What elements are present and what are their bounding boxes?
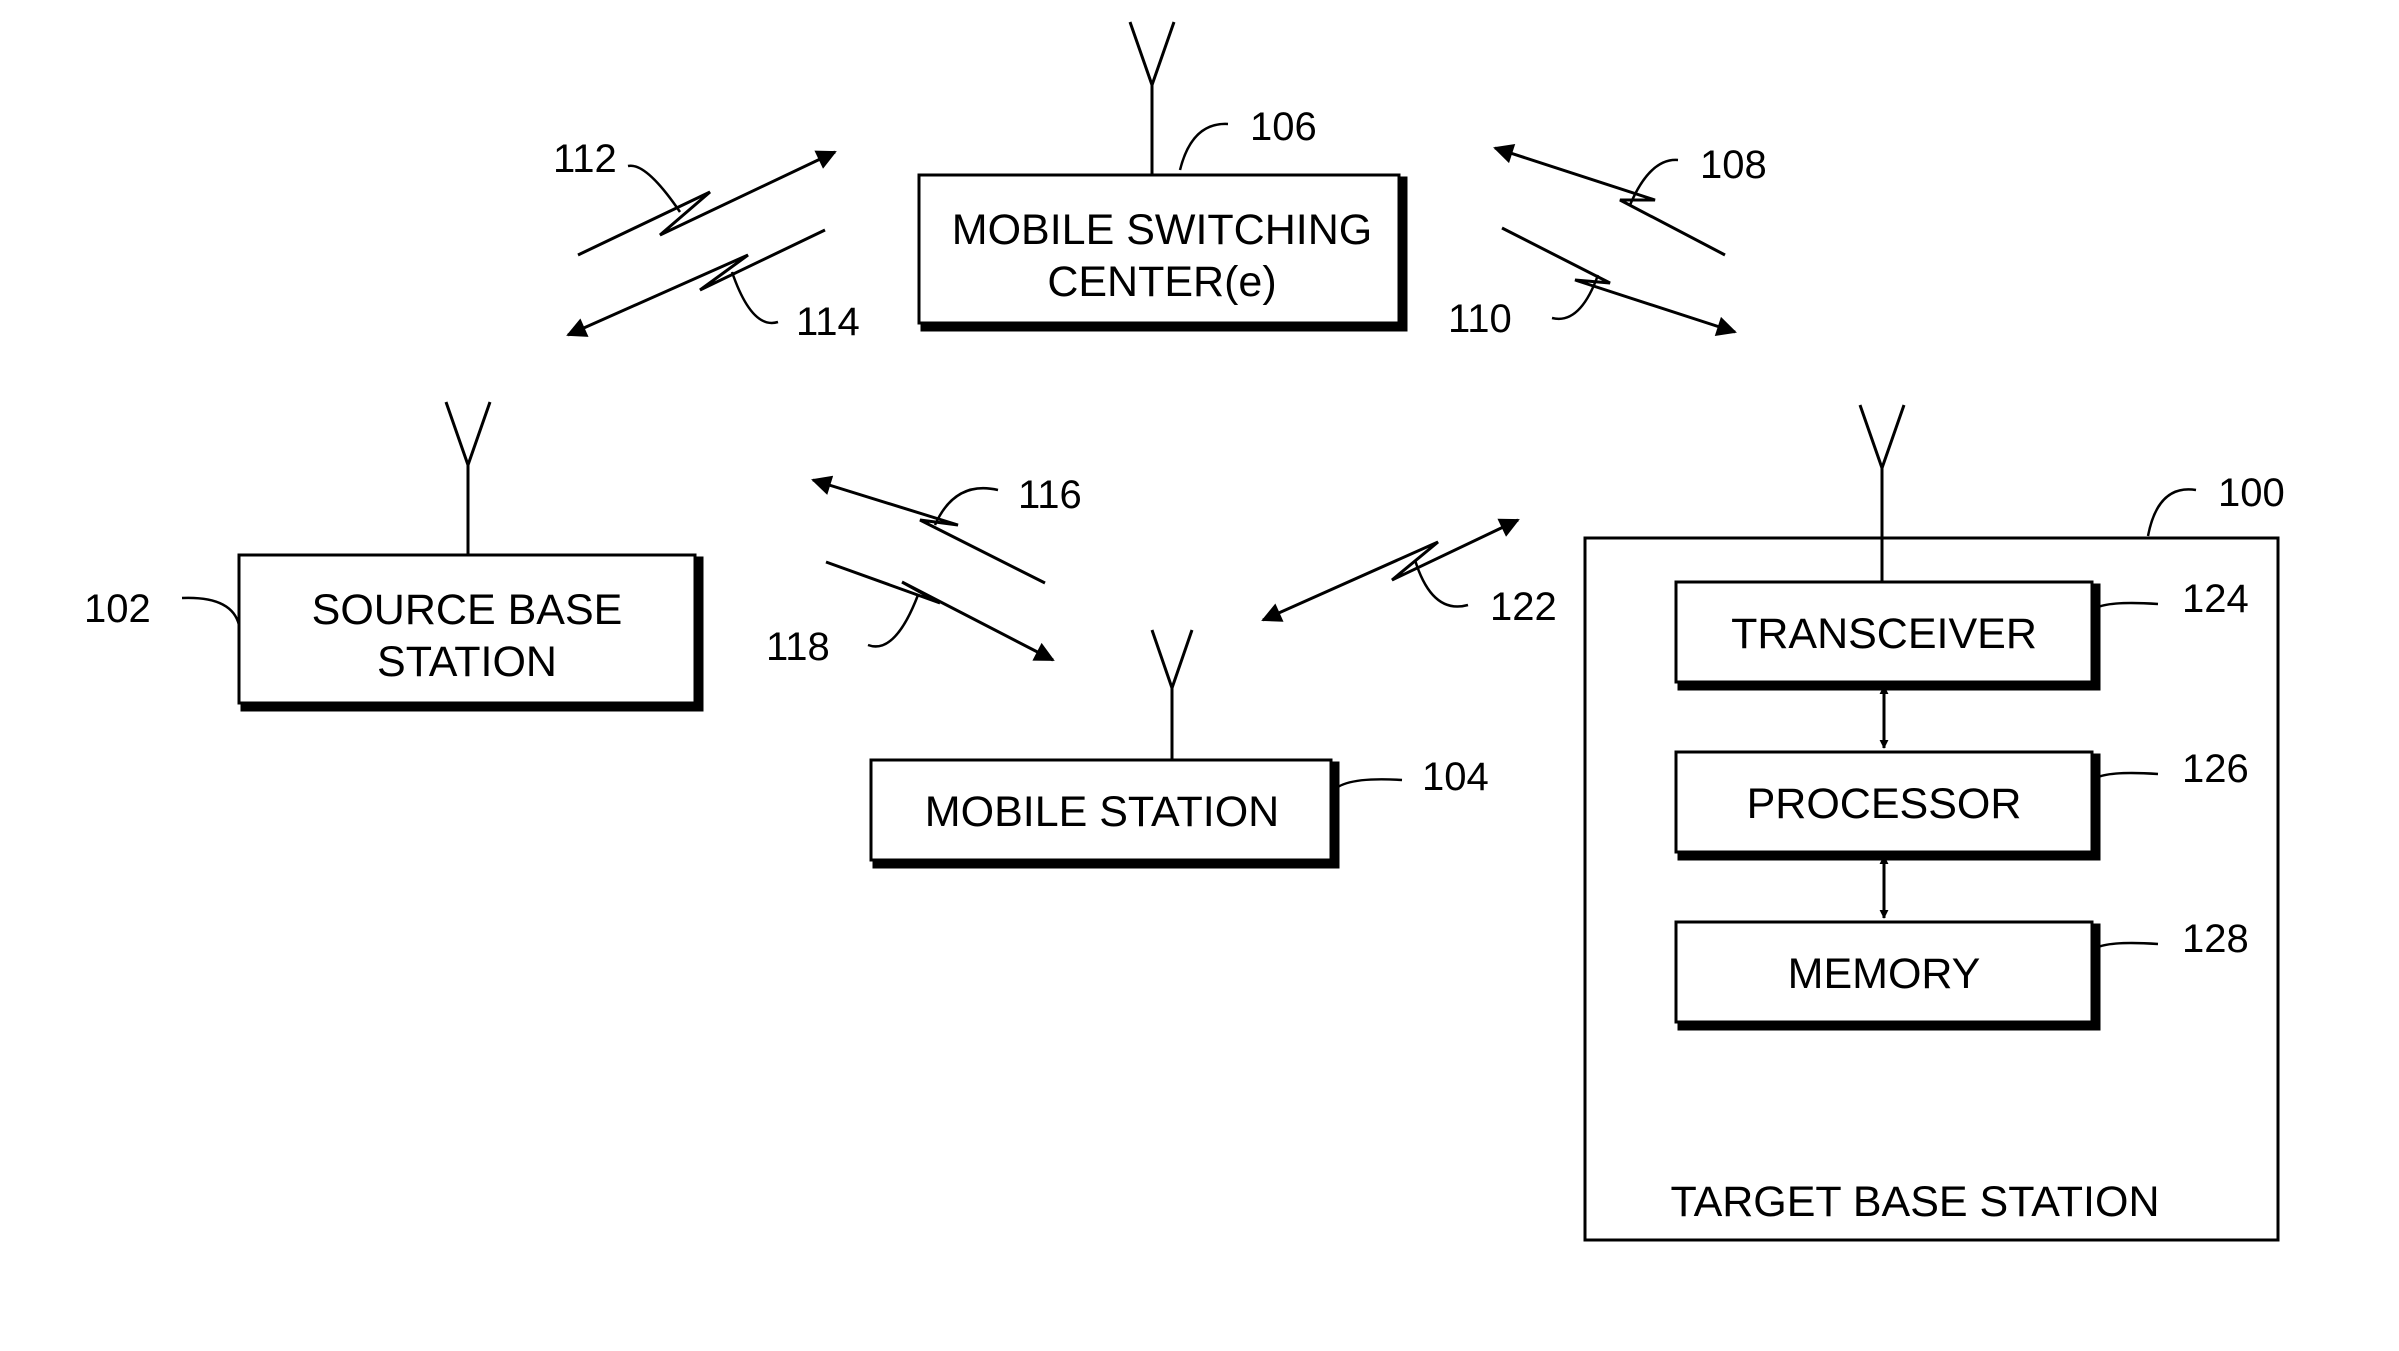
transceiver-label: TRANSCEIVER: [1731, 610, 2037, 658]
ref-118: 118: [766, 625, 830, 669]
source-base-station: SOURCE BASE STATION 102: [84, 401, 704, 712]
ref-110: 110: [1448, 297, 1512, 341]
antenna-icon: [444, 401, 492, 555]
ref-108: 108: [1700, 143, 1767, 187]
target-bs-label: TARGET BASE STATION: [1671, 1178, 2160, 1226]
link-112-arrow: 112: [553, 137, 837, 257]
ref-112: 112: [553, 137, 617, 181]
transceiver: TRANSCEIVER 124: [1674, 577, 2249, 691]
ref-124: 124: [2182, 577, 2249, 621]
mobile-station: MOBILE STATION 104: [869, 629, 1489, 869]
target-base-station: TARGET BASE STATION 100 TRANSCEIVER 124 …: [1583, 404, 2285, 1242]
memory: MEMORY 128: [1674, 917, 2249, 1031]
link-114-arrow: 114: [566, 228, 860, 344]
link-122-arrow: 122: [1261, 518, 1557, 629]
ref-106: 106: [1250, 105, 1317, 149]
antenna-icon: [1150, 629, 1194, 760]
link-110-arrow: 110: [1448, 226, 1737, 341]
mobile-station-label: MOBILE STATION: [925, 788, 1279, 836]
ref-122: 122: [1490, 585, 1557, 629]
ref-104: 104: [1422, 755, 1489, 799]
ref-126: 126: [2182, 747, 2249, 791]
ref-100: 100: [2218, 471, 2285, 515]
antenna-icon: [1858, 404, 1906, 582]
ref-102: 102: [84, 587, 151, 631]
ref-128: 128: [2182, 917, 2249, 961]
msc-label-line1: MOBILE SWITCHING: [952, 206, 1372, 254]
memory-label: MEMORY: [1788, 950, 1981, 998]
msc-label-line2: CENTER(e): [1047, 258, 1276, 306]
mobile-switching-center: MOBILE SWITCHING CENTER(e) 106: [917, 21, 1408, 332]
source-bs-label-line1: SOURCE BASE: [312, 586, 623, 634]
link-108-arrow: 108: [1493, 143, 1767, 257]
antenna-icon: [1128, 21, 1176, 175]
ref-116: 116: [1018, 473, 1082, 517]
ref-114: 114: [796, 300, 860, 344]
processor-label: PROCESSOR: [1747, 780, 2022, 828]
source-bs-label-line2: STATION: [377, 638, 557, 686]
link-116-arrow: 116: [811, 473, 1082, 585]
link-118-arrow: 118: [766, 560, 1055, 669]
processor: PROCESSOR 126: [1674, 747, 2249, 861]
